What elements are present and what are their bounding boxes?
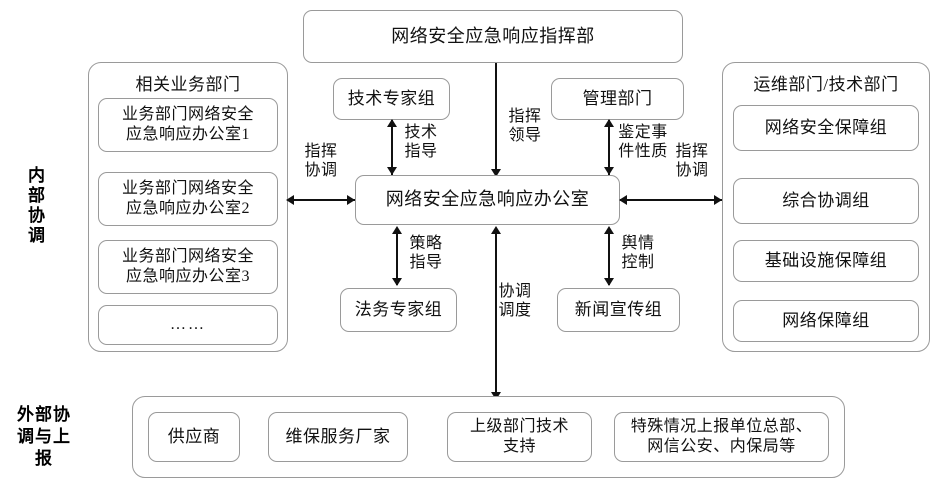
arrowhead-strategy-guidance-down bbox=[392, 278, 402, 286]
node-management-department[interactable]: 管理部门 bbox=[551, 78, 684, 120]
node-business-office-2[interactable]: 业务部门网络安全 应急响应办公室2 bbox=[98, 172, 278, 226]
node-command-center[interactable]: 网络安全应急响应指挥部 bbox=[303, 10, 683, 63]
arrowhead-opinion-control-down bbox=[604, 278, 614, 286]
arrowhead-tech-guidance-down bbox=[387, 167, 397, 175]
edge-label-command-leadership: 指挥 领导 bbox=[508, 108, 542, 144]
edge-label-event-identification: 鉴定事 件性质 bbox=[618, 124, 668, 160]
arrowhead-right-coordination-east bbox=[714, 195, 722, 205]
connector-command-to-office bbox=[495, 63, 497, 173]
connector-left-coordination bbox=[288, 199, 355, 201]
node-business-office-3[interactable]: 业务部门网络安全 应急响应办公室3 bbox=[98, 240, 278, 294]
group-title-operations-departments: 运维部门/技术部门 bbox=[753, 75, 899, 94]
arrowhead-coordination-dispatch-up bbox=[491, 226, 501, 234]
connector-right-coordination bbox=[620, 199, 722, 201]
arrowhead-event-identification-up bbox=[604, 119, 614, 127]
node-infrastructure-support-group[interactable]: 基础设施保障组 bbox=[733, 240, 919, 282]
node-emergency-response-office[interactable]: 网络安全应急响应办公室 bbox=[355, 175, 620, 225]
node-legal-expert-group[interactable]: 法务专家组 bbox=[340, 288, 457, 332]
arrowhead-event-identification-down bbox=[604, 167, 614, 175]
node-network-security-group[interactable]: 网络安全保障组 bbox=[733, 105, 919, 151]
arrowhead-right-coordination-west bbox=[619, 195, 627, 205]
edge-label-strategy-guidance: 策略 指导 bbox=[409, 235, 443, 271]
node-technical-expert-group[interactable]: 技术专家组 bbox=[333, 78, 450, 120]
arrowhead-left-coordination-east bbox=[347, 195, 355, 205]
connector-opinion-control bbox=[608, 228, 610, 285]
edge-label-left-coordination: 指挥 协调 bbox=[304, 143, 338, 179]
connector-strategy-guidance bbox=[396, 228, 398, 285]
arrowhead-command-to-office bbox=[491, 169, 501, 177]
connector-tech-guidance bbox=[391, 120, 393, 175]
node-special-reporting-units[interactable]: 特殊情况上报单位总部、 网信公安、内保局等 bbox=[614, 412, 829, 462]
section-label-external: 外部协 调与上 报 bbox=[17, 405, 71, 469]
connector-event-identification bbox=[608, 120, 610, 175]
group-title-business-departments: 相关业务部门 bbox=[135, 75, 241, 94]
arrowhead-left-coordination-west bbox=[286, 195, 294, 205]
node-superior-tech-support[interactable]: 上级部门技术 支持 bbox=[447, 412, 592, 462]
node-comprehensive-coordination-group[interactable]: 综合协调组 bbox=[733, 178, 919, 224]
edge-label-coordination-dispatch: 协调 调度 bbox=[498, 283, 532, 319]
arrowhead-tech-guidance-up bbox=[387, 119, 397, 127]
edge-label-opinion-control: 舆情 控制 bbox=[621, 235, 655, 271]
section-label-internal: 内部协调 bbox=[25, 166, 44, 246]
edge-label-right-coordination: 指挥 协调 bbox=[675, 143, 709, 179]
node-press-publicity-group[interactable]: 新闻宣传组 bbox=[557, 288, 680, 332]
node-maintenance-vendor[interactable]: 维保服务厂家 bbox=[268, 412, 408, 462]
node-network-support-group[interactable]: 网络保障组 bbox=[733, 300, 919, 342]
node-business-office-more[interactable]: …… bbox=[98, 305, 278, 345]
node-supplier[interactable]: 供应商 bbox=[148, 412, 240, 462]
node-business-office-1[interactable]: 业务部门网络安全 应急响应办公室1 bbox=[98, 98, 278, 152]
arrowhead-strategy-guidance-up bbox=[392, 226, 402, 234]
connector-coordination-dispatch bbox=[495, 228, 497, 398]
arrowhead-opinion-control-up bbox=[604, 226, 614, 234]
edge-label-tech-guidance: 技术 指导 bbox=[404, 124, 438, 160]
